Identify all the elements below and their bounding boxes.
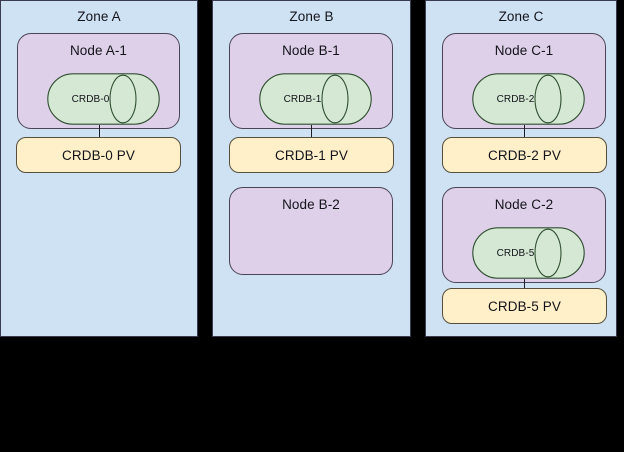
persistent-volume-crdb-5-pv: CRDB-5 PV bbox=[442, 288, 607, 324]
node-title: Node C-2 bbox=[494, 197, 554, 212]
node-title: Node B-1 bbox=[282, 43, 340, 58]
node-title: Node B-2 bbox=[282, 197, 340, 212]
persistent-volume-crdb-0-pv: CRDB-0 PV bbox=[16, 137, 181, 173]
pod-cylinder-crdb-0: CRDB-0 bbox=[47, 73, 160, 125]
node-title: Node C-1 bbox=[494, 43, 554, 58]
persistent-volume-crdb-1-pv: CRDB-1 PV bbox=[229, 137, 394, 173]
zone-title: Zone C bbox=[498, 9, 544, 24]
pod-cylinder-crdb-1: CRDB-1 bbox=[259, 73, 372, 125]
cylinder-shape bbox=[472, 227, 585, 279]
pod-to-pv-connector bbox=[99, 125, 100, 137]
pod-cylinder-crdb-5: CRDB-5 bbox=[472, 227, 585, 279]
zone-title: Zone B bbox=[289, 9, 334, 24]
pod-to-pv-connector bbox=[524, 279, 525, 288]
node-title: Node A-1 bbox=[69, 43, 128, 58]
node-box-node-b-2: Node B-2 bbox=[229, 187, 393, 275]
cylinder-shape bbox=[259, 73, 372, 125]
zone-title: Zone A bbox=[77, 9, 121, 24]
cylinder-shape bbox=[47, 73, 160, 125]
pod-cylinder-crdb-2: CRDB-2 bbox=[472, 73, 585, 125]
pod-to-pv-connector bbox=[311, 125, 312, 137]
persistent-volume-crdb-2-pv: CRDB-2 PV bbox=[442, 137, 607, 173]
cylinder-shape bbox=[472, 73, 585, 125]
pod-to-pv-connector bbox=[524, 125, 525, 137]
